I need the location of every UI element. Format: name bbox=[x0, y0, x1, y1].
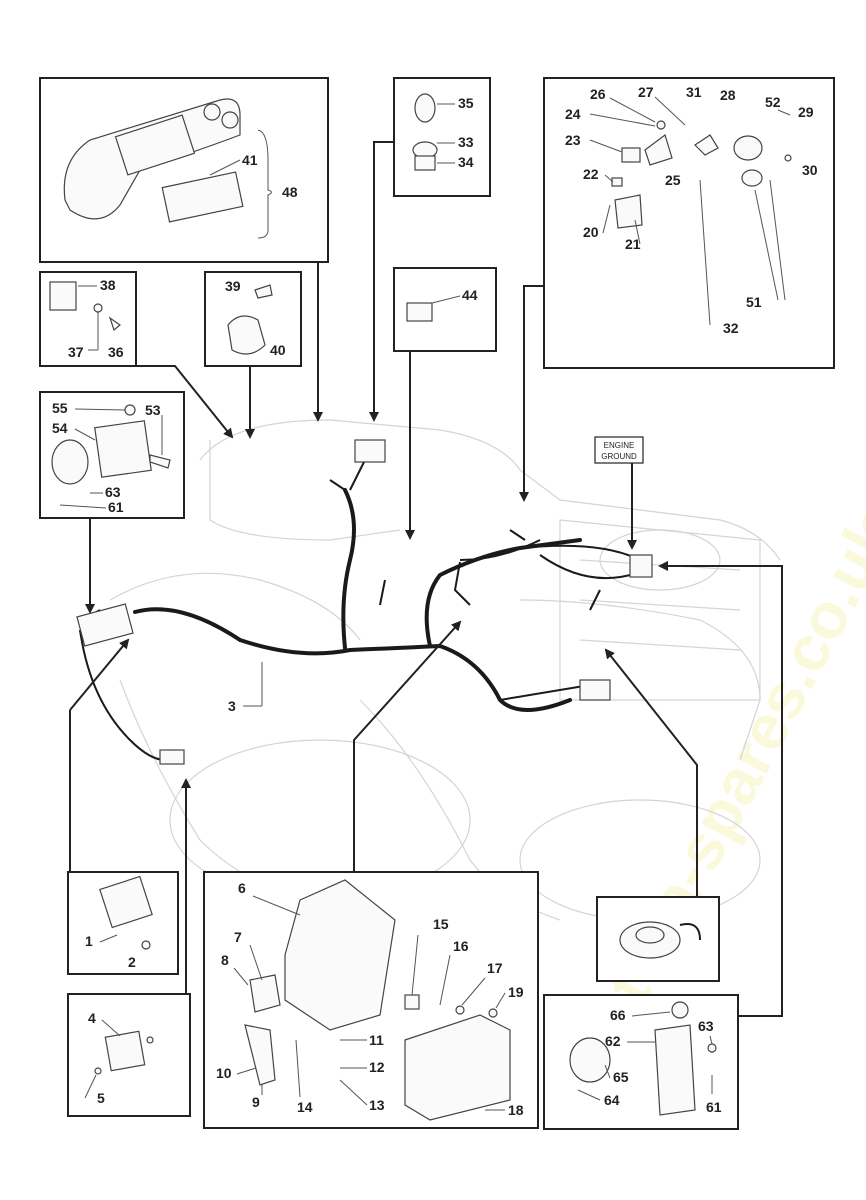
part-number-9: 9 bbox=[252, 1094, 260, 1110]
part-number-18: 18 bbox=[508, 1102, 524, 1118]
part-number-38: 38 bbox=[100, 277, 116, 293]
part-number-24: 24 bbox=[565, 106, 581, 122]
part-number-32: 32 bbox=[723, 320, 739, 336]
part-number-3: 3 bbox=[228, 698, 236, 714]
part-number-19: 19 bbox=[508, 984, 524, 1000]
engine-ground-label: ENGINE GROUND bbox=[594, 436, 644, 550]
part-number-39: 39 bbox=[225, 278, 241, 294]
part-number-27: 27 bbox=[638, 84, 654, 100]
callout-box-4-5: 4 5 bbox=[67, 778, 191, 1117]
part-number-26: 26 bbox=[590, 86, 606, 102]
part-number-63: 63 bbox=[698, 1018, 714, 1034]
callout-box-61-66: 66 62 63 65 64 61 bbox=[543, 561, 783, 1130]
part-number-34: 34 bbox=[458, 154, 474, 170]
part-number-28: 28 bbox=[720, 87, 736, 103]
part-number-52: 54 bbox=[52, 420, 68, 436]
part-number-8: 8 bbox=[221, 952, 229, 968]
part-number-41: 41 bbox=[242, 152, 258, 168]
part-number-30: 30 bbox=[802, 162, 818, 178]
callout-box-1-2: 1 2 bbox=[67, 638, 179, 975]
main-wiring-harness: 3 bbox=[76, 439, 653, 765]
part-number-17: 17 bbox=[487, 960, 503, 976]
part-number-13: 13 bbox=[369, 1097, 385, 1113]
part-number-37: 37 bbox=[68, 344, 84, 360]
callout-box-battery-6-19: 6 7 8 10 9 14 11 12 13 15 16 17 19 18 bbox=[203, 620, 539, 1129]
part-number-16: 16 bbox=[453, 938, 469, 954]
part-number-44: 44 bbox=[462, 287, 478, 303]
part-number-5: 5 bbox=[97, 1090, 105, 1106]
part-number-14: 14 bbox=[297, 1099, 313, 1115]
callout-box-pto-clutch bbox=[596, 648, 720, 982]
part-number-22: 22 bbox=[583, 166, 599, 182]
callout-box-39-40: 39 40 bbox=[204, 271, 302, 439]
part-number-40: 40 bbox=[270, 342, 286, 358]
part-number-4: 4 bbox=[88, 1010, 96, 1026]
callout-box-44: 44 bbox=[393, 267, 497, 540]
part-number-21: 21 bbox=[625, 236, 641, 252]
part-number-51: 53 bbox=[145, 402, 161, 418]
part-number-25: 25 bbox=[665, 172, 681, 188]
part-number-6: 6 bbox=[238, 880, 246, 896]
part-number-20: 20 bbox=[583, 224, 599, 240]
part-number-31: 31 bbox=[686, 84, 702, 100]
part-number-23: 23 bbox=[565, 132, 581, 148]
part-number-55: 63 bbox=[105, 484, 121, 500]
part-number-35: 35 bbox=[458, 95, 474, 111]
part-number-47: 52 bbox=[765, 94, 781, 110]
part-number-2: 2 bbox=[128, 954, 136, 970]
part-number-46: 48 bbox=[282, 184, 298, 200]
part-number-12: 12 bbox=[369, 1059, 385, 1075]
part-number-10: 10 bbox=[216, 1065, 232, 1081]
callout-box-relay-36-38: 38 37 36 bbox=[39, 271, 234, 439]
part-number-62: 62 bbox=[605, 1033, 621, 1049]
part-number-48: 51 bbox=[746, 294, 762, 310]
part-number-36: 36 bbox=[108, 344, 124, 360]
callout-box-socket-51-55: 55 54 53 63 61 bbox=[39, 391, 185, 614]
part-number-7: 7 bbox=[234, 929, 242, 945]
part-number-64: 64 bbox=[604, 1092, 620, 1108]
part-number-61: 61 bbox=[706, 1099, 722, 1115]
part-number-15: 15 bbox=[433, 916, 449, 932]
callout-box-dashboard-41-46: 41 48 bbox=[39, 77, 329, 422]
part-number-53: 55 bbox=[52, 400, 68, 416]
engine-ground-line-1: ENGINE bbox=[604, 441, 635, 450]
part-number-66: 66 bbox=[610, 1007, 626, 1023]
part-number-29: 29 bbox=[798, 104, 814, 120]
part-number-54: 61 bbox=[108, 499, 124, 515]
part-number-1: 1 bbox=[85, 933, 93, 949]
part-number-65: 65 bbox=[613, 1069, 629, 1085]
callout-box-switches-21-48: 26 27 31 28 52 29 24 23 22 25 30 20 21 5… bbox=[519, 77, 835, 502]
engine-ground-line-2: GROUND bbox=[601, 452, 637, 461]
part-number-11: 11 bbox=[369, 1032, 384, 1048]
part-number-33: 33 bbox=[458, 134, 474, 150]
callout-box-ignition-33-35: 35 33 34 bbox=[369, 77, 491, 422]
